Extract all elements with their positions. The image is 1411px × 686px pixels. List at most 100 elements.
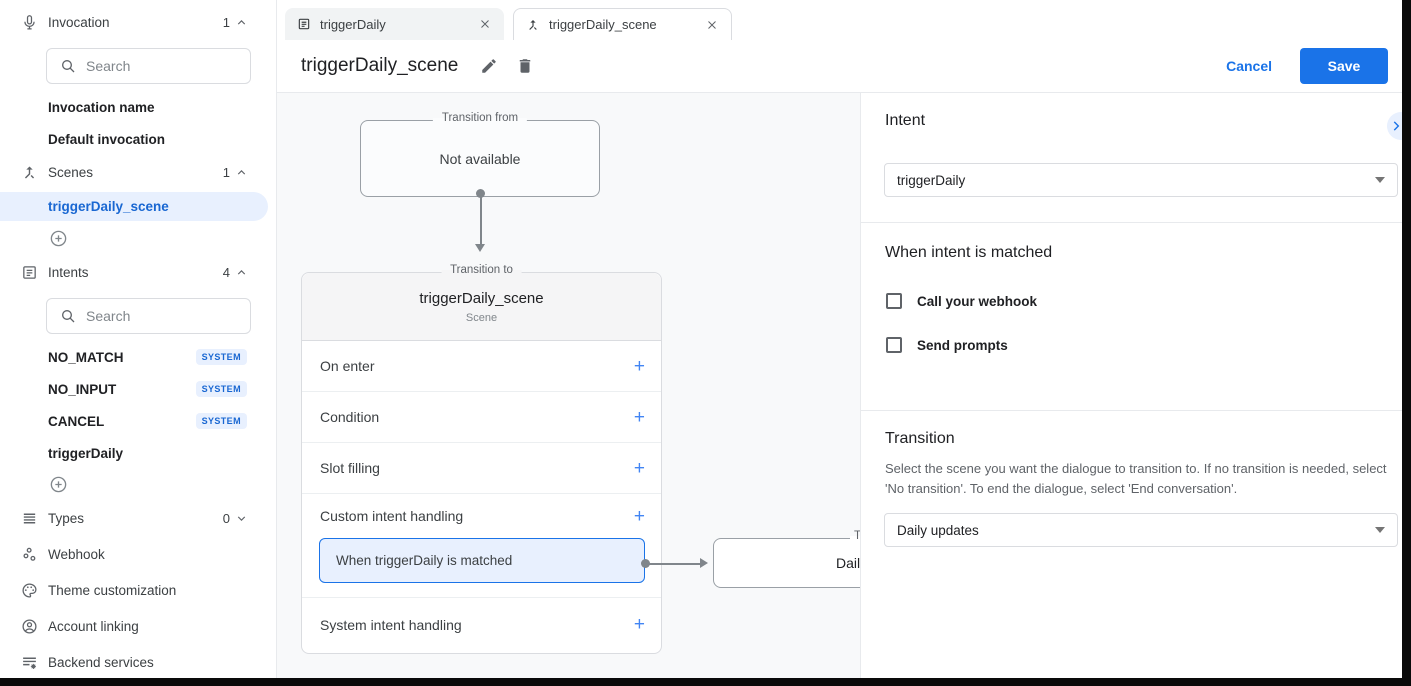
sidebar-item-no-input[interactable]: NO_INPUT [48,381,117,397]
sidebar-item-triggerdaily-scene[interactable]: triggerDaily_scene [0,192,268,221]
sidebar-item-no-match[interactable]: NO_MATCH [48,349,124,365]
row-on-enter[interactable]: On enter + [302,341,661,392]
transition-heading: Transition [885,430,955,447]
search-icon [60,308,76,324]
connector-line [480,197,482,245]
sidebar-section-types[interactable]: Types 0 [0,504,276,532]
sidebar-item-account-linking[interactable]: Account linking [0,612,276,640]
tab-label: triggerDaily [320,16,386,32]
connector-dot [641,559,650,568]
section-label: Types [48,510,85,526]
intents-search[interactable] [46,298,251,334]
transition-target-node[interactable]: Transition to Daily updates [713,530,860,588]
link-label: Account linking [48,618,139,634]
scene-flow-canvas[interactable]: Transition from Not available Transition… [277,93,860,678]
intent-detail-panel: Intent triggerDaily When intent is match… [860,93,1402,678]
scene-node-type: Scene [465,311,498,324]
sidebar-item-backend-services[interactable]: Backend services [0,648,276,676]
transition-description: Select the scene you want the dialogue t… [885,461,1387,496]
row-system-intent-handling[interactable]: System intent handling + [320,614,645,635]
intent-select[interactable]: triggerDaily [884,163,1398,197]
scene-node-header: triggerDaily_scene Scene [302,273,661,341]
delete-icon[interactable] [515,56,535,76]
collapse-panel-button[interactable] [1387,112,1402,140]
dropdown-caret-icon [1375,177,1385,183]
send-prompts-option[interactable]: Send prompts [886,337,1008,353]
system-badge: SYSTEM [195,381,247,397]
chevron-up-icon[interactable] [235,15,249,29]
send-prompts-checkbox[interactable] [886,337,902,353]
search-input[interactable] [86,308,226,324]
types-icon [20,509,38,527]
invocation-search[interactable] [46,48,251,84]
transition-from-node[interactable]: Transition from Not available [360,112,600,197]
node-legend: Transition from [432,112,528,124]
node-legend: Transition to [850,530,860,542]
add-custom-intent-icon[interactable]: + [633,505,645,527]
section-label: Scenes [48,164,94,180]
connector-dot [476,189,485,198]
close-icon[interactable] [478,17,492,31]
cancel-button[interactable]: Cancel [1226,58,1272,74]
scene-node-title: triggerDaily_scene [419,289,544,307]
dropdown-caret-icon [1375,527,1385,533]
webhook-icon [20,545,38,563]
divider [861,410,1402,411]
sidebar-item-cancel[interactable]: CANCEL [48,413,105,429]
add-scene-button[interactable] [49,229,69,249]
scene-node[interactable]: Transition to triggerDaily_scene Scene O… [301,264,662,654]
add-condition-icon[interactable]: + [633,406,645,428]
sidebar-section-scenes[interactable]: Scenes 1 [0,158,276,186]
add-on-enter-icon[interactable]: + [633,355,645,377]
selected-scene-label: triggerDaily_scene [48,199,169,214]
add-system-intent-icon[interactable]: + [633,614,645,635]
sidebar-section-invocation[interactable]: Invocation 1 [0,8,276,36]
node-legend: Transition to [441,264,522,276]
row-custom-intent-handling: Custom intent handling + When triggerDai… [302,494,661,598]
sidebar: Invocation 1 Invocation name Default inv… [0,0,277,678]
row-slot-filling[interactable]: Slot filling + [302,443,661,494]
transition-select[interactable]: Daily updates [884,513,1398,547]
connector-arrowhead [475,244,485,252]
close-icon[interactable] [705,18,719,32]
tab-label: triggerDaily_scene [549,17,657,32]
sidebar-item-triggerdaily[interactable]: triggerDaily [48,445,124,461]
row-condition[interactable]: Condition + [302,392,661,443]
page-title: triggerDaily_scene [301,55,459,76]
sidebar-section-intents[interactable]: Intents 4 [0,258,276,286]
section-label: Intents [48,264,89,280]
sidebar-item-default-invocation[interactable]: Default invocation [48,131,166,147]
link-label: Backend services [48,654,154,670]
connector-arrowhead [700,558,708,568]
call-webhook-checkbox[interactable] [886,293,902,309]
edit-icon[interactable] [479,56,499,76]
add-slot-filling-icon[interactable]: + [633,457,645,479]
toolbar: triggerDaily_scene Cancel Save [277,40,1402,93]
section-count: 0 [222,510,230,526]
tab-triggerdaily[interactable]: triggerDaily [285,8,504,40]
scene-icon [526,18,540,32]
handler-when-triggerdaily-matched[interactable]: When triggerDaily is matched [319,538,645,583]
section-count: 1 [222,164,230,180]
tab-triggerdaily-scene[interactable]: triggerDaily_scene [513,8,732,40]
sidebar-item-theme-customization[interactable]: Theme customization [0,576,276,604]
divider [861,222,1402,223]
sidebar-item-invocation-name[interactable]: Invocation name [48,99,155,115]
chevron-up-icon[interactable] [235,265,249,279]
section-count: 1 [222,14,230,30]
chevron-down-icon[interactable] [235,511,249,525]
system-badge: SYSTEM [195,349,247,365]
add-intent-button[interactable] [49,475,69,495]
backend-services-icon [20,653,38,671]
call-webhook-option[interactable]: Call your webhook [886,293,1037,309]
account-circle-icon [20,617,38,635]
link-label: Webhook [48,546,105,562]
section-label: Invocation [48,14,110,30]
search-input[interactable] [86,58,226,74]
save-button[interactable]: Save [1300,48,1388,84]
intent-icon [297,17,311,31]
chevron-up-icon[interactable] [235,165,249,179]
sidebar-item-webhook[interactable]: Webhook [0,540,276,568]
section-count: 4 [222,264,230,280]
